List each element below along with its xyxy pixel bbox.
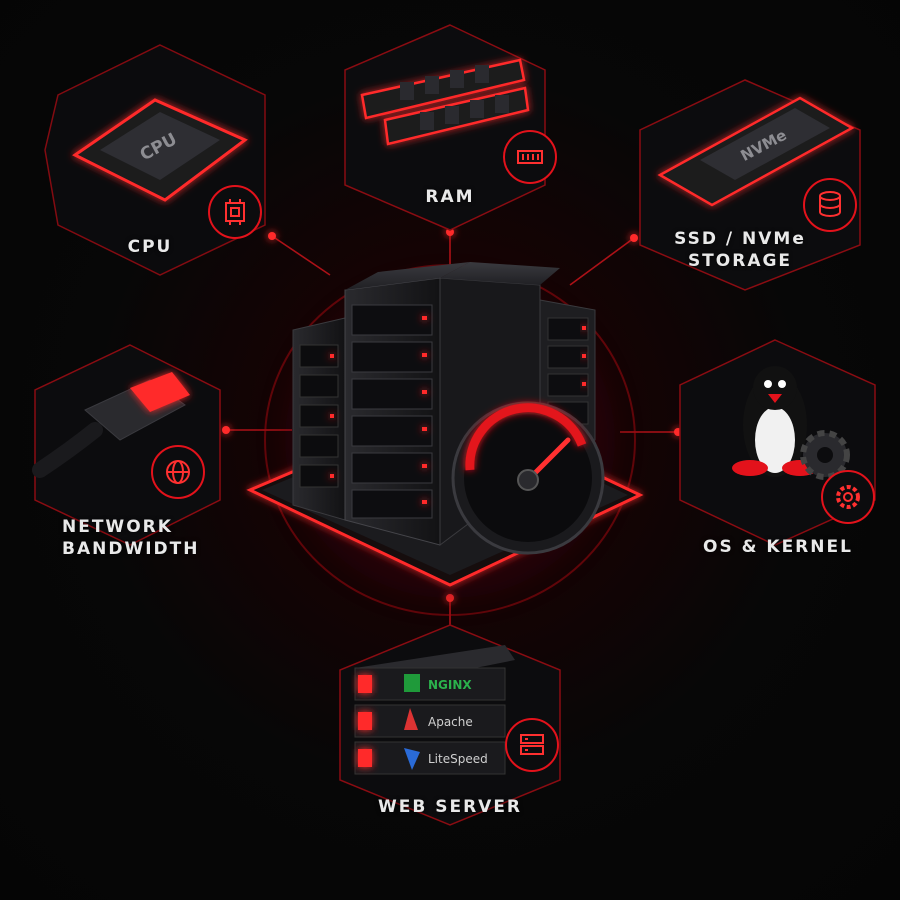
webserver-label-text: WEB SERVER <box>377 797 523 817</box>
webserver-label: WEB SERVER <box>378 796 522 818</box>
cpu-chip <box>72 98 248 202</box>
os-label: OS & KERNEL <box>703 536 853 558</box>
database-icon <box>819 191 841 217</box>
stack-nginx-text: NGINX <box>428 678 472 692</box>
ram-sticks <box>360 58 530 146</box>
gear-decoration-icon <box>800 430 850 480</box>
cpu-label: CPU <box>128 236 173 258</box>
stack-litespeed-text: LiteSpeed <box>428 752 488 766</box>
ethernet-cable <box>32 372 190 478</box>
cpu-label-text: CPU <box>127 237 173 257</box>
node-os <box>679 339 876 546</box>
speedometer-icon <box>451 401 605 555</box>
globe-icon <box>166 460 190 484</box>
storage-label-line2: STORAGE <box>687 251 793 271</box>
stack-apache-text: Apache <box>428 715 473 729</box>
node-network <box>32 344 221 546</box>
node-cpu <box>44 44 266 276</box>
node-webserver <box>339 624 561 826</box>
server-stack <box>354 645 515 775</box>
network-label: NETWORK BANDWIDTH <box>62 516 199 560</box>
server-icon <box>520 734 544 755</box>
ram-label-text: RAM <box>425 187 475 207</box>
node-ram <box>344 24 557 231</box>
gear-icon <box>836 485 860 509</box>
network-label-line2: BANDWIDTH <box>62 539 200 559</box>
connector-storage <box>569 237 635 286</box>
nvme-drive <box>657 96 855 207</box>
node-storage <box>639 79 861 291</box>
storage-label-line1: SSD / NVMe <box>674 229 806 249</box>
connector-cpu <box>271 235 331 276</box>
ram-label: RAM <box>425 186 474 208</box>
storage-label: SSD / NVMe STORAGE <box>674 228 806 272</box>
network-label-line1: NETWORK <box>62 517 173 537</box>
os-label-text: OS & KERNEL <box>703 537 853 557</box>
memory-icon <box>517 150 543 164</box>
chip-icon <box>225 199 245 225</box>
linux-penguin-icon <box>732 366 818 477</box>
